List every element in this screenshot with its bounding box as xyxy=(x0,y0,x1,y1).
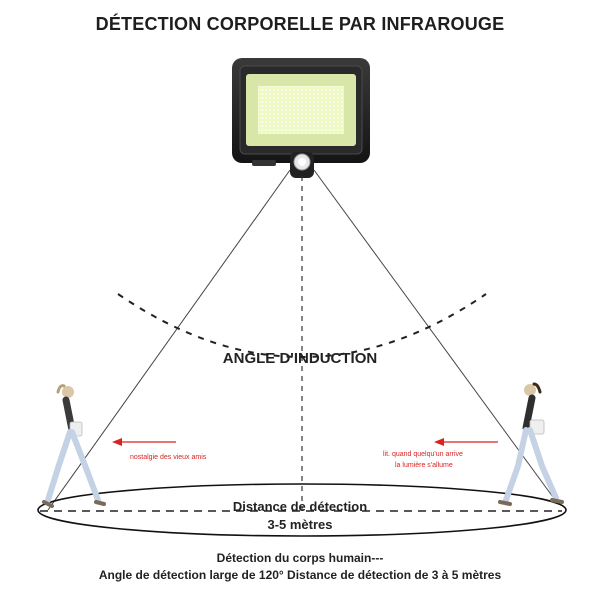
beam-right xyxy=(313,169,559,505)
beam-left xyxy=(47,169,291,511)
footer-line1: Détection du corps humain--- xyxy=(216,551,384,565)
pir-sensor-icon xyxy=(290,152,314,178)
note-left: nostalgie des vieux amis xyxy=(130,454,207,461)
walking-person-right-icon xyxy=(498,382,564,506)
distance-line1: Distance de détection xyxy=(232,499,368,514)
solar-led-lamp-icon xyxy=(232,58,370,166)
footer-line2: Angle de détection large de 120° Distanc… xyxy=(98,568,502,582)
detection-distance-label: Distance de détection 3-5 mètres xyxy=(180,498,420,534)
distance-line2: 3-5 mètres xyxy=(267,517,333,532)
page-title: DÉTECTION CORPORELLE PAR INFRAROUGE xyxy=(95,14,505,34)
induction-angle-arc xyxy=(117,293,487,358)
note-right-line1: lit. quand quelqu'un arrive xyxy=(383,451,463,458)
walking-person-left-icon xyxy=(42,384,106,508)
arrow-right-icon xyxy=(434,438,498,446)
detection-zone-ellipse xyxy=(37,483,567,537)
arrow-left-icon xyxy=(112,438,176,446)
footer-caption: Détection du corps humain--- Angle de dé… xyxy=(0,550,600,584)
note-right: lit. quand quelqu'un arrive la lumière s… xyxy=(383,449,501,471)
induction-angle-label: ANGLE D'INDUCTION xyxy=(222,350,378,367)
note-right-line2: la lumière s'allume xyxy=(395,462,453,469)
